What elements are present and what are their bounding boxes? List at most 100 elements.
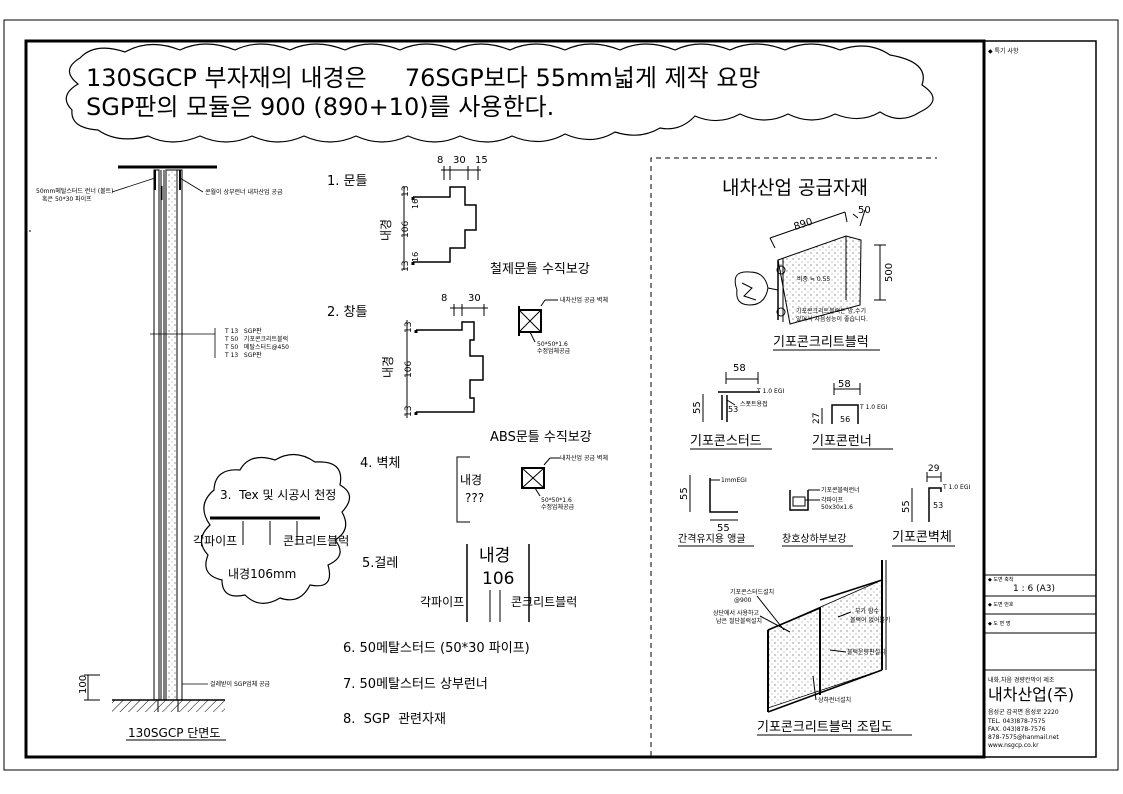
wall-bracket (456, 456, 470, 523)
stud-note-1: T 1.0 EGI (756, 388, 784, 395)
dim-8-w: 8 (441, 293, 447, 304)
company-fax: FAX. 043)878-7576 (988, 726, 1046, 733)
runner-dim-58: 58 (838, 379, 851, 390)
dim-13-b: 13 (401, 261, 411, 272)
wall-dim-53: 53 (933, 501, 943, 510)
window-reinf-note-3: 50x30x1.6 (821, 504, 853, 511)
block-dim-500: 500 (884, 263, 895, 282)
assembly-note-5: 부가 함수 (855, 607, 879, 615)
supply-label-2: 내차산업 공급 벽체 (560, 454, 608, 462)
block-dim-50: 50 (858, 205, 871, 216)
note-line-1: 130SGCP 부자재의 내경은 76SGP보다 55mm넓게 제작 요망 (86, 64, 761, 92)
spacer-note: 1mmEGI (721, 477, 747, 484)
assembly-drawing (756, 560, 887, 713)
spacer-drawing (689, 475, 738, 521)
block-density: 비중 ≒ 0.55 (797, 275, 830, 283)
window-frame-label: 2. 창틀 (327, 305, 367, 320)
dim-16-a: 16 (411, 199, 420, 209)
dim-13-w-a: 13 (404, 322, 414, 333)
runner-dim-56: 56 (840, 415, 850, 424)
dim-106-w: 106 (404, 361, 414, 378)
block-desc-2: 있어서 차음성능이 좋습니다. (796, 315, 868, 323)
door-frame-profile (403, 166, 481, 270)
wall-note: T 1.0 EGI (942, 484, 970, 491)
pipe-label-2a: 50*50*1.6 (541, 497, 572, 504)
title-block-frame (983, 40, 1097, 758)
tex-cloud (200, 453, 351, 604)
inner-label-window: 내경 (381, 356, 395, 378)
section-label-left-1: 50mm메탈스터드 런너 (볼트) (36, 187, 114, 195)
window-reinf-title: 창호상하부보강 (782, 532, 846, 545)
drawing-name-label: ◆ 도 면 명 (988, 620, 1010, 627)
window-reinf-note-1: 기포콘블럭런너 (821, 486, 860, 494)
pipe-label-1a: 50*50*1.6 (537, 341, 568, 348)
assembly-note-7: 블럭운량판설치 (847, 648, 886, 656)
bottom-label: 걸레받이 SGP업체 공급 (210, 680, 271, 688)
pipe-label-2b: 수정업체공급 (541, 503, 575, 511)
company-address: 음성군 감곡면 음성로 2220 (988, 708, 1059, 716)
spacer-dim-55-h: 55 (717, 523, 730, 534)
wall-inner-1: 내경 (460, 473, 482, 487)
supply-label-1: 내차산업 공급 벽체 (560, 296, 608, 304)
company-web: www.nsgcp.co.kr (988, 742, 1039, 749)
dim-16-b: 16 (411, 252, 420, 262)
special-notes-label: ◆ 특기 사항 (988, 47, 1019, 55)
dim-8: 8 (437, 155, 443, 166)
note-cloud (65, 43, 934, 143)
outer-border (3, 19, 1119, 771)
company-name: 내차산업(주) (988, 685, 1074, 704)
layer-4: T 13 SGP판 (224, 351, 262, 359)
runner-dim-27: 27 (812, 413, 822, 424)
runner-title: 기포콘런너 (812, 434, 872, 449)
drawing-no-label: ◆ 도면 번호 (988, 601, 1014, 608)
company-email: 878-7575@hanmail.net (988, 734, 1059, 741)
section-label-left-2: 혹은 50*30 파이프 (42, 195, 92, 203)
assembly-note-3: 상단에서 사용하고 (713, 609, 760, 617)
base-pipe: 각파이프 (420, 595, 464, 609)
block-desc-1: 기포콘크리트블럭은 망,수기 (796, 307, 866, 315)
abs-door-reinf: ABS문틀 수직보강 (490, 430, 592, 445)
window-frame-profile (406, 304, 488, 418)
dim-106-a: 106 (401, 221, 411, 238)
maker-line: 내화,차음 경량칸막이 제조 (988, 676, 1055, 684)
assembly-note-8: 상하런너설치 (818, 696, 851, 704)
stud-note-2: 스폿트용접 (740, 400, 768, 408)
inner-label-door: 내경 (379, 219, 393, 241)
dim-30-w: 30 (468, 293, 481, 304)
assembly-note-4: 남은 절단블럭설치 (716, 617, 762, 625)
stud-title: 기포콘스터드 (690, 434, 762, 449)
base-block: 콘크리트블럭 (511, 595, 577, 609)
wall-dim-29: 29 (928, 464, 940, 474)
base-inner-1: 내경 (479, 546, 510, 566)
door-frame-label: 1. 문틀 (327, 174, 367, 189)
wall-dim-55: 55 (901, 500, 912, 513)
wall-section-drawing (84, 165, 226, 741)
tex-block: 콘크리트블럭 (283, 534, 349, 548)
layer-2: T 50 기포콘크리트블럭 (224, 335, 288, 343)
layer-1: T 13 SGP판 (224, 327, 262, 335)
tex-inner: 내경106mm (228, 567, 296, 581)
layer-3: T 50 메탈스터드@450 (224, 343, 289, 351)
pipe-detail-2 (521, 457, 560, 497)
stud-drawing (702, 372, 760, 422)
scale-value: 1 : 6 (A3) (1013, 584, 1055, 594)
window-reinf-drawing (789, 489, 820, 511)
wall-inner-2: ??? (465, 491, 484, 505)
assembly-note-2: @900 (734, 597, 752, 604)
wall-label: 4. 벽체 (360, 456, 400, 471)
supply-title: 내차산업 공급자재 (722, 177, 868, 199)
steel-door-reinf: 철제문틀 수직보강 (490, 262, 590, 277)
base-inner-2: 106 (482, 569, 514, 589)
dim-30: 30 (453, 155, 466, 166)
runner-note: T 1.0 EGI (859, 404, 887, 411)
window-reinf-note-2: 각파이프 (821, 496, 844, 504)
section-label-right: 콘월이 상부런너 내차산업 공급 (205, 188, 283, 196)
block-drawing (734, 209, 886, 325)
dim-15: 15 (475, 155, 488, 166)
block-title: 기포콘크리트블럭 (773, 335, 869, 350)
stud-dim-53: 53 (728, 405, 738, 414)
supply-dashed-border (650, 157, 937, 756)
block-dim-890: 890 (793, 216, 815, 232)
list-6: 6. 50메탈스터드 (50*30 파이프) (343, 641, 530, 656)
